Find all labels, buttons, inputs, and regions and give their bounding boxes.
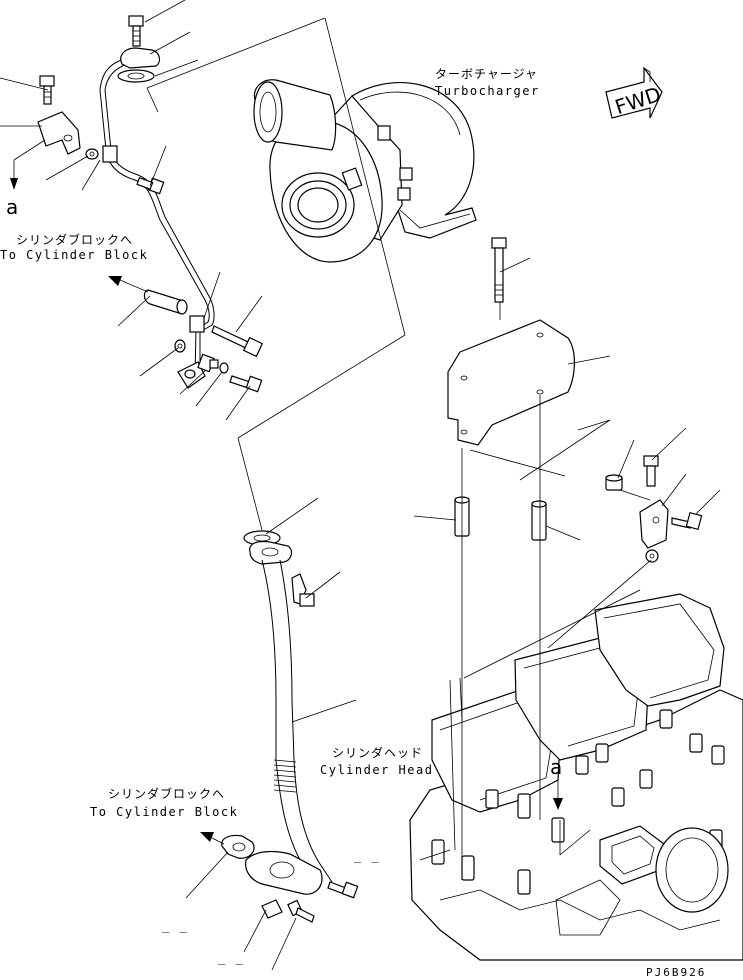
long-bolt: [211, 325, 264, 358]
bolt-lower-2: [327, 881, 359, 899]
ref-arrow-a-left: [10, 139, 46, 190]
bolt-bracket-side: [671, 511, 703, 531]
clip-lower: [261, 899, 283, 919]
leader-lines: [0, 0, 721, 971]
cylinder-block-label-top-jp: シリンダブロックへ: [16, 232, 133, 247]
drain-hose-bellows: [273, 759, 297, 793]
bracket-left: [37, 111, 81, 155]
bolt-left: [39, 75, 55, 105]
forward-direction-arrow-icon: FWD: [605, 66, 664, 119]
cylinder-block-label-top-en: To Cylinder Block: [0, 248, 148, 262]
bolt-mid: [136, 177, 165, 195]
fwd-label: FWD: [612, 82, 664, 119]
bolt-bracket-top: [643, 455, 659, 487]
bushing: [645, 549, 659, 563]
cylinder-head-label-jp: シリンダヘッド: [332, 745, 423, 760]
turbocharger: [253, 79, 477, 263]
washer-mid: [174, 339, 186, 353]
hose-connector: [143, 289, 188, 315]
ref-label-a-top: a: [6, 195, 18, 219]
bolt-lower-1: [287, 899, 315, 923]
mount-bracket: [639, 499, 669, 549]
arrow-to-cylinder-block-top: [108, 276, 149, 293]
bolt-lower-left: [229, 375, 263, 393]
oil-supply-tube: [99, 57, 215, 389]
cylinder-head-label-en: Cylinder Head: [320, 763, 433, 777]
arrow-to-cylinder-block-bottom: [200, 832, 225, 845]
gasket-lower: [221, 834, 255, 859]
dash-mark-2: _ _: [162, 919, 188, 933]
turbocharger-label-jp: ターボチャージャ: [435, 67, 538, 81]
washer-small: [219, 362, 229, 374]
spacer-right: [531, 500, 547, 541]
adapter-fitting: [197, 353, 219, 373]
dash-mark-3: _ _: [218, 951, 244, 965]
drawing-code: PJ6B926: [646, 966, 706, 979]
bolt-top: [128, 15, 144, 47]
dash-mark-4: _ _: [250, 967, 276, 980]
washer-left: [85, 148, 99, 160]
dash-mark-1: _ _: [354, 849, 380, 863]
assembly-lines: [146, 17, 652, 880]
turbocharger-label-en: Turbocharger: [435, 84, 540, 98]
heat-shield-plate: [447, 319, 575, 446]
collar: [605, 474, 623, 491]
gasket-upper: [117, 47, 161, 83]
cylinder-block-label-bottom-en: To Cylinder Block: [90, 805, 238, 819]
ref-arrow-a-head: [553, 780, 563, 810]
ref-label-a-head: a: [550, 755, 562, 779]
oil-drain-tube: [243, 530, 333, 895]
long-stud-bolt: [491, 237, 507, 303]
cylinder-head: [409, 593, 743, 961]
cylinder-block-label-bottom-jp: シリンダブロックへ: [108, 786, 225, 801]
